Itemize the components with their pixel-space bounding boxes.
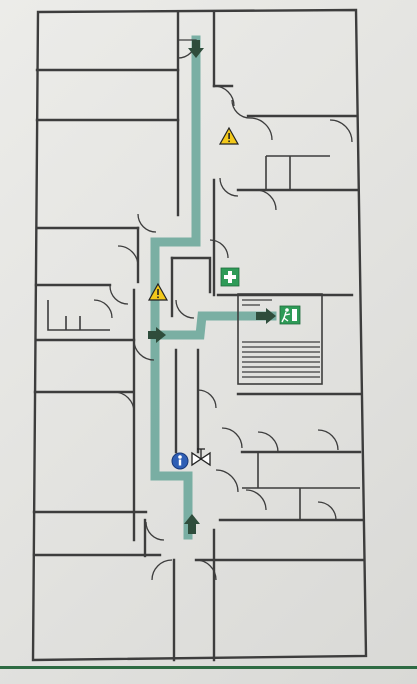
running-person-exit-icon (279, 305, 301, 325)
escape-route (150, 35, 277, 540)
arrow-up-bottom (184, 514, 200, 534)
warning-triangle-icon (218, 126, 240, 145)
footer-band (0, 666, 417, 669)
warning-triangle-icon (147, 282, 169, 301)
you-are-here-person-icon (171, 452, 189, 470)
stairwell (242, 299, 320, 378)
outer-walls (31, 8, 368, 662)
arrow-down-top (188, 40, 204, 58)
arrow-right-exit (256, 308, 276, 324)
arrow-right-middle (148, 327, 166, 343)
route-arrows (148, 40, 276, 534)
first-aid-cross-icon (220, 267, 240, 287)
door-swings (93, 39, 353, 581)
room-walls (32, 10, 366, 662)
shutoff-valve-icon (191, 448, 211, 467)
